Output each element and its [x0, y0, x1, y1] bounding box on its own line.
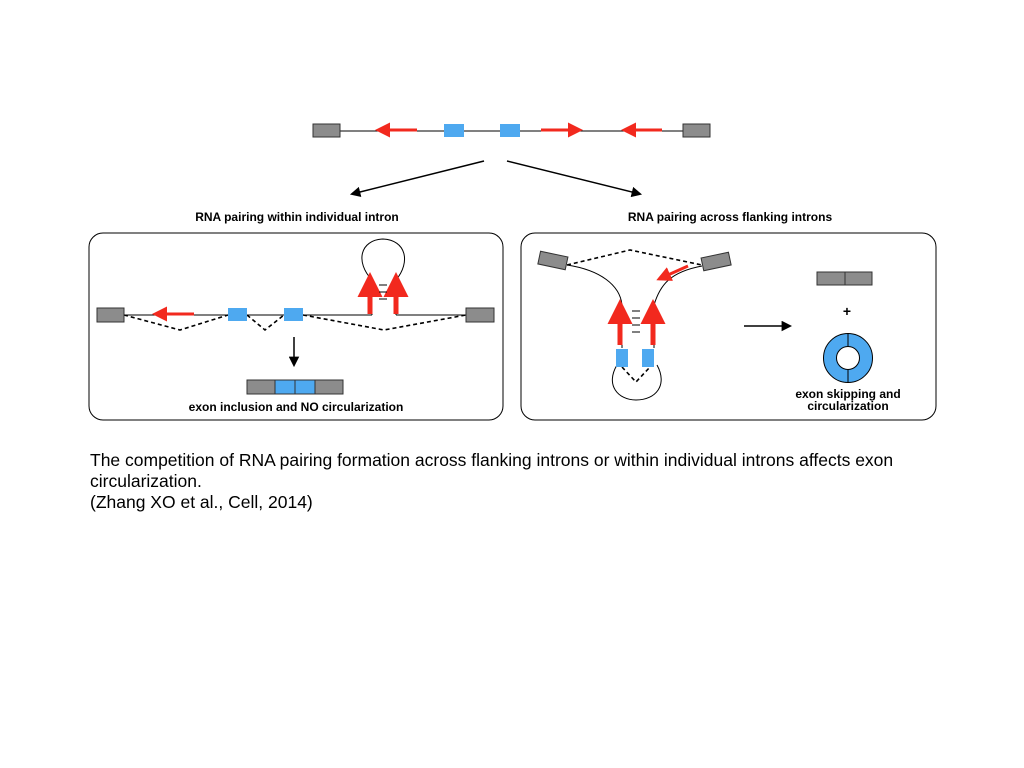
splice-path [246, 314, 285, 332]
exon-skipped-mrna [816, 271, 873, 286]
splice-path [302, 314, 467, 331]
linear-mrna-product [246, 379, 344, 395]
left-panel-title: RNA pairing within individual intron [195, 210, 399, 224]
branch-arrow-right [506, 160, 643, 198]
caption-citation: (Zhang XO et al., Cell, 2014) [90, 492, 313, 512]
intron-hairpin-loop [361, 238, 405, 315]
exon-loop [611, 364, 662, 401]
right-panel-title: RNA pairing across flanking introns [628, 210, 833, 224]
complementary-sequence-arrow [656, 264, 689, 281]
flanking-exon-left [96, 307, 125, 323]
middle-exon-1 [228, 308, 247, 321]
right-result-label-line1: exon skipping and [795, 387, 900, 401]
back-splice-path [566, 249, 703, 266]
pre-mrna-top [312, 122, 711, 138]
left-panel: exon inclusion and NO circularization [88, 232, 504, 421]
left-result-label: exon inclusion and NO circularization [189, 400, 404, 414]
branch-arrow-left [349, 160, 485, 198]
circrna-diagram: RNA pairing within individual intron RNA… [88, 122, 937, 421]
right-panel-frame [520, 232, 937, 421]
plus-sign: + [843, 303, 851, 319]
splice-path [621, 366, 651, 384]
flanking-exon-right [682, 123, 711, 138]
flanking-exon-right [700, 251, 732, 272]
circular-rna [823, 333, 873, 383]
circularized-exon-1 [444, 124, 464, 137]
left-panel-frame [88, 232, 504, 421]
middle-exon-1 [616, 349, 628, 367]
middle-exon-2 [284, 308, 303, 321]
right-result-label-line2: circularization [807, 399, 888, 413]
flanking-exon-right [465, 307, 495, 323]
right-panel: + exon skipping and circularization [520, 232, 937, 421]
caption-text: The competition of RNA pairing formation… [90, 450, 894, 491]
figure-caption: The competition of RNA pairing formation… [90, 450, 950, 513]
flanking-exon-left [537, 250, 569, 271]
middle-exon-2 [642, 349, 654, 367]
circularized-exon-2 [500, 124, 520, 137]
splice-path [123, 314, 229, 331]
flanking-exon-left [312, 123, 341, 138]
